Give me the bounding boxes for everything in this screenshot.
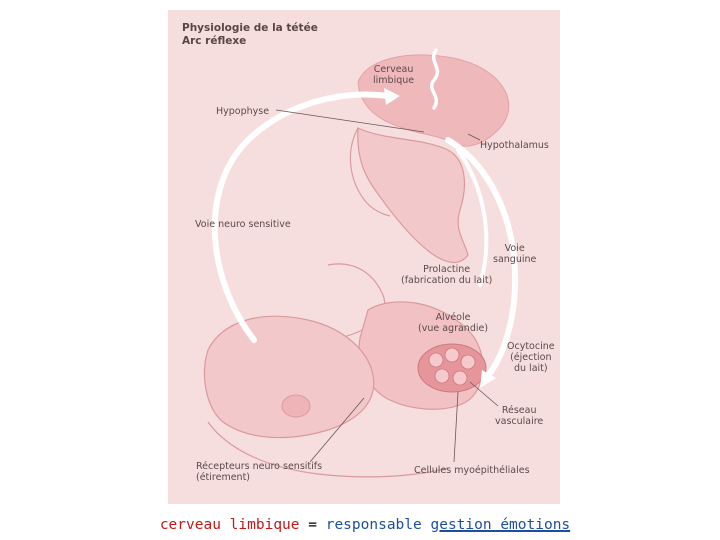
label-cerveau-limbique: Cerveau limbique — [373, 64, 415, 86]
prolactin-arrow — [456, 148, 489, 287]
blood-arc-arrowhead — [480, 370, 496, 388]
baby-body — [207, 421, 449, 478]
limbic-squiggle — [430, 48, 440, 110]
label-prolactine: Prolactine (fabrication du lait) — [401, 264, 493, 286]
mother-hair — [349, 127, 391, 217]
diagram-title: Physiologie de la tétée Arc réflexe — [182, 22, 318, 48]
leader-recepteurs — [309, 397, 365, 463]
alveole-cluster — [417, 343, 487, 393]
brain-shape — [357, 54, 510, 147]
label-voie-neuro-sensitive: Voie neuro sensitive — [195, 219, 291, 230]
title-line: Physiologie de la tétée — [182, 22, 318, 34]
breastfeeding-reflex-diagram: Physiologie de la tétée Arc réflexe Cerv… — [168, 10, 560, 504]
label-alveole: Alvéole (vue agrandie) — [418, 312, 489, 334]
baby-head — [203, 315, 375, 439]
caption-responsable: responsable — [325, 517, 431, 533]
illustration — [203, 48, 519, 478]
caption-term: cerveau limbique — [159, 517, 300, 533]
label-cellules-myoepitheliales: Cellules myoépithéliales — [414, 465, 530, 476]
label-voie-sanguine: Voie sanguine — [493, 243, 537, 265]
label-hypophyse: Hypophyse — [216, 106, 270, 117]
baby-ear — [281, 394, 311, 418]
subtitle-line: Arc réflexe — [182, 35, 247, 47]
neuro-sensitive-arc — [211, 91, 391, 343]
leader-hypothalamus — [467, 133, 481, 141]
leader-reseau — [469, 381, 499, 407]
label-hypothalamus: Hypothalamus — [480, 140, 549, 151]
label-ocytocine: Ocytocine (éjection du lait) — [507, 341, 555, 374]
caption-emotions: gestion émotions — [430, 517, 571, 533]
leader-hypophyse — [275, 109, 425, 133]
caption-equals: = — [299, 517, 326, 533]
slide-caption: cerveau limbique = responsable gestion é… — [0, 516, 720, 534]
label-reseau-vasculaire: Réseau vasculaire — [495, 405, 544, 427]
neuro-arc-arrowhead — [384, 88, 400, 105]
leader-cellules — [453, 391, 459, 463]
label-recepteurs-neuro-sensitifs: Récepteurs neuro sensitifs (étirement) — [196, 461, 323, 483]
mother-head — [357, 127, 469, 264]
blood-route-arc — [445, 137, 519, 379]
